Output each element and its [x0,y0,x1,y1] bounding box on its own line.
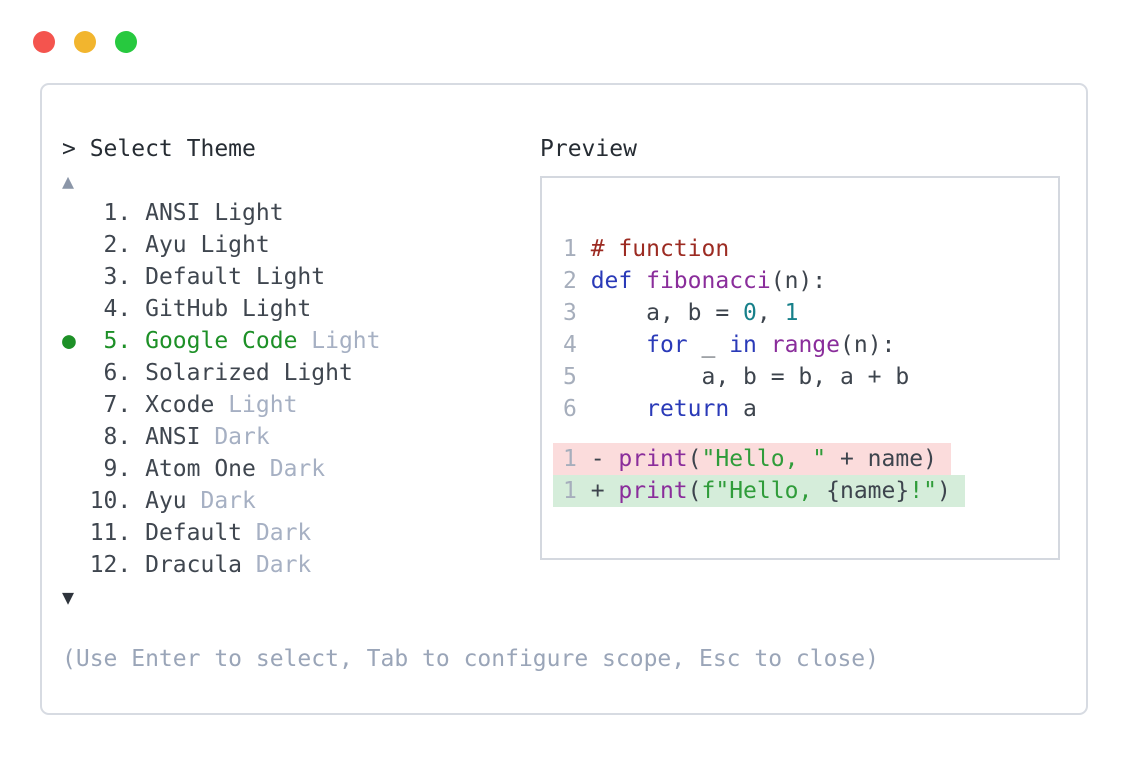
theme-list-column: > Select Theme ▲ 1. ANSI Light 2. Ayu Li… [62,133,879,675]
theme-item-solarized-light[interactable]: 6. Solarized Light [62,357,879,389]
theme-item-name: Ayu Light [145,232,270,258]
code-line: 3 a, b = 0, 1 [563,300,799,326]
theme-picker-panel: > Select Theme ▲ 1. ANSI Light 2. Ayu Li… [40,83,1088,715]
zoom-window-icon[interactable] [115,31,137,53]
code-block: 1 # function 2 def fibonacci(n): 3 a, b = … [563,233,1058,425]
preview-column: Preview 1 # function 2 def fibonacci(n): 3… [540,133,1060,560]
theme-item-xcode[interactable]: 7. Xcode Light [62,389,879,421]
theme-item-name: Atom One [145,456,256,482]
theme-item-variant: Dark [242,552,312,578]
theme-item-variant: Dark [186,488,256,514]
theme-item-name: Google Code [145,328,298,354]
theme-item-number: 3. [89,264,146,290]
line-number: 1 [563,236,591,262]
bullet-spacer [62,520,90,546]
theme-item-number: 5. [89,328,146,354]
theme-item-name: ANSI [145,424,201,450]
theme-item-name: Solarized Light [145,360,353,386]
theme-item-number: 4. [89,296,146,322]
theme-item-github-light[interactable]: 4. GitHub Light [62,293,879,325]
theme-item-variant: Dark [242,520,312,546]
theme-item-variant: Light [214,392,298,418]
theme-item-number: 11. [89,520,146,546]
theme-item-name: Xcode [145,392,215,418]
theme-item-name: Default Light [145,264,326,290]
code-line: 4 for _ in range(n): [563,332,896,358]
code-preview-box: 1 # function 2 def fibonacci(n): 3 a, b = … [540,176,1060,560]
bullet-spacer [62,424,90,450]
code-line: 1 # function [563,236,730,262]
diff-line-removed: 1 - print("Hello, " + name) [553,443,1058,475]
bullet-spacer [62,200,90,226]
theme-item-number: 10. [89,488,146,514]
theme-item-number: 2. [89,232,146,258]
theme-item-ansi-light[interactable]: 1. ANSI Light [62,197,879,229]
theme-item-number: 8. [89,424,146,450]
theme-item-ayu[interactable]: 10. Ayu Dark [62,485,879,517]
bullet-spacer [62,456,90,482]
diff-line-added: 1 + print(f"Hello, {name}!") [553,475,1058,507]
preview-title: Preview [540,136,637,162]
theme-item-number: 12. [89,552,146,578]
theme-item-atom-one[interactable]: 9. Atom One Dark [62,453,879,485]
theme-item-name: Ayu [145,488,187,514]
bullet-spacer [62,392,90,418]
theme-item-number: 7. [89,392,146,418]
code-line: 6 return a [563,396,757,422]
window-controls [33,31,137,53]
select-theme-prompt: > Select Theme [62,136,256,162]
line-number: 1 [563,446,591,472]
theme-item-google-code[interactable]: ● 5. Google Code Light [62,325,879,357]
selected-dot-icon: ● [62,328,90,354]
theme-item-variant: Dark [255,456,326,482]
bullet-spacer [62,264,90,290]
bullet-spacer [62,296,90,322]
theme-item-ansi[interactable]: 8. ANSI Dark [62,421,879,453]
scroll-down-icon[interactable]: ▼ [62,585,75,609]
theme-item-default[interactable]: 11. Default Dark [62,517,879,549]
line-number: 4 [563,332,591,358]
minimize-window-icon[interactable] [74,31,96,53]
theme-item-variant: Dark [200,424,270,450]
code-line: 5 a, b = b, a + b [563,364,910,390]
theme-item-ayu-light[interactable]: 2. Ayu Light [62,229,879,261]
bullet-spacer [62,488,90,514]
theme-item-number: 1. [89,200,146,226]
keyboard-hint: (Use Enter to select, Tab to configure s… [62,646,879,672]
theme-item-name: Dracula [145,552,243,578]
theme-item-number: 6. [89,360,146,386]
theme-item-name: ANSI Light [145,200,284,226]
line-number: 2 [563,268,591,294]
theme-item-name: Default [145,520,243,546]
close-window-icon[interactable] [33,31,55,53]
theme-item-dracula[interactable]: 12. Dracula Dark [62,549,879,581]
line-number: 6 [563,396,591,422]
theme-item-number: 9. [89,456,146,482]
scroll-up-icon[interactable]: ▲ [62,169,75,193]
line-number: 3 [563,300,591,326]
line-number: 1 [563,478,591,504]
code-line: 2 def fibonacci(n): [563,268,827,294]
bullet-spacer [62,360,90,386]
line-number: 5 [563,364,591,390]
diff-block: 1 - print("Hello, " + name)1 + print(f"H… [553,443,1058,507]
bullet-spacer [62,552,90,578]
theme-item-name: GitHub Light [145,296,312,322]
theme-item-variant: Light [297,328,381,354]
bullet-spacer [62,232,90,258]
theme-list: 1. ANSI Light 2. Ayu Light 3. Default Li… [62,197,879,581]
theme-item-default-light[interactable]: 3. Default Light [62,261,879,293]
